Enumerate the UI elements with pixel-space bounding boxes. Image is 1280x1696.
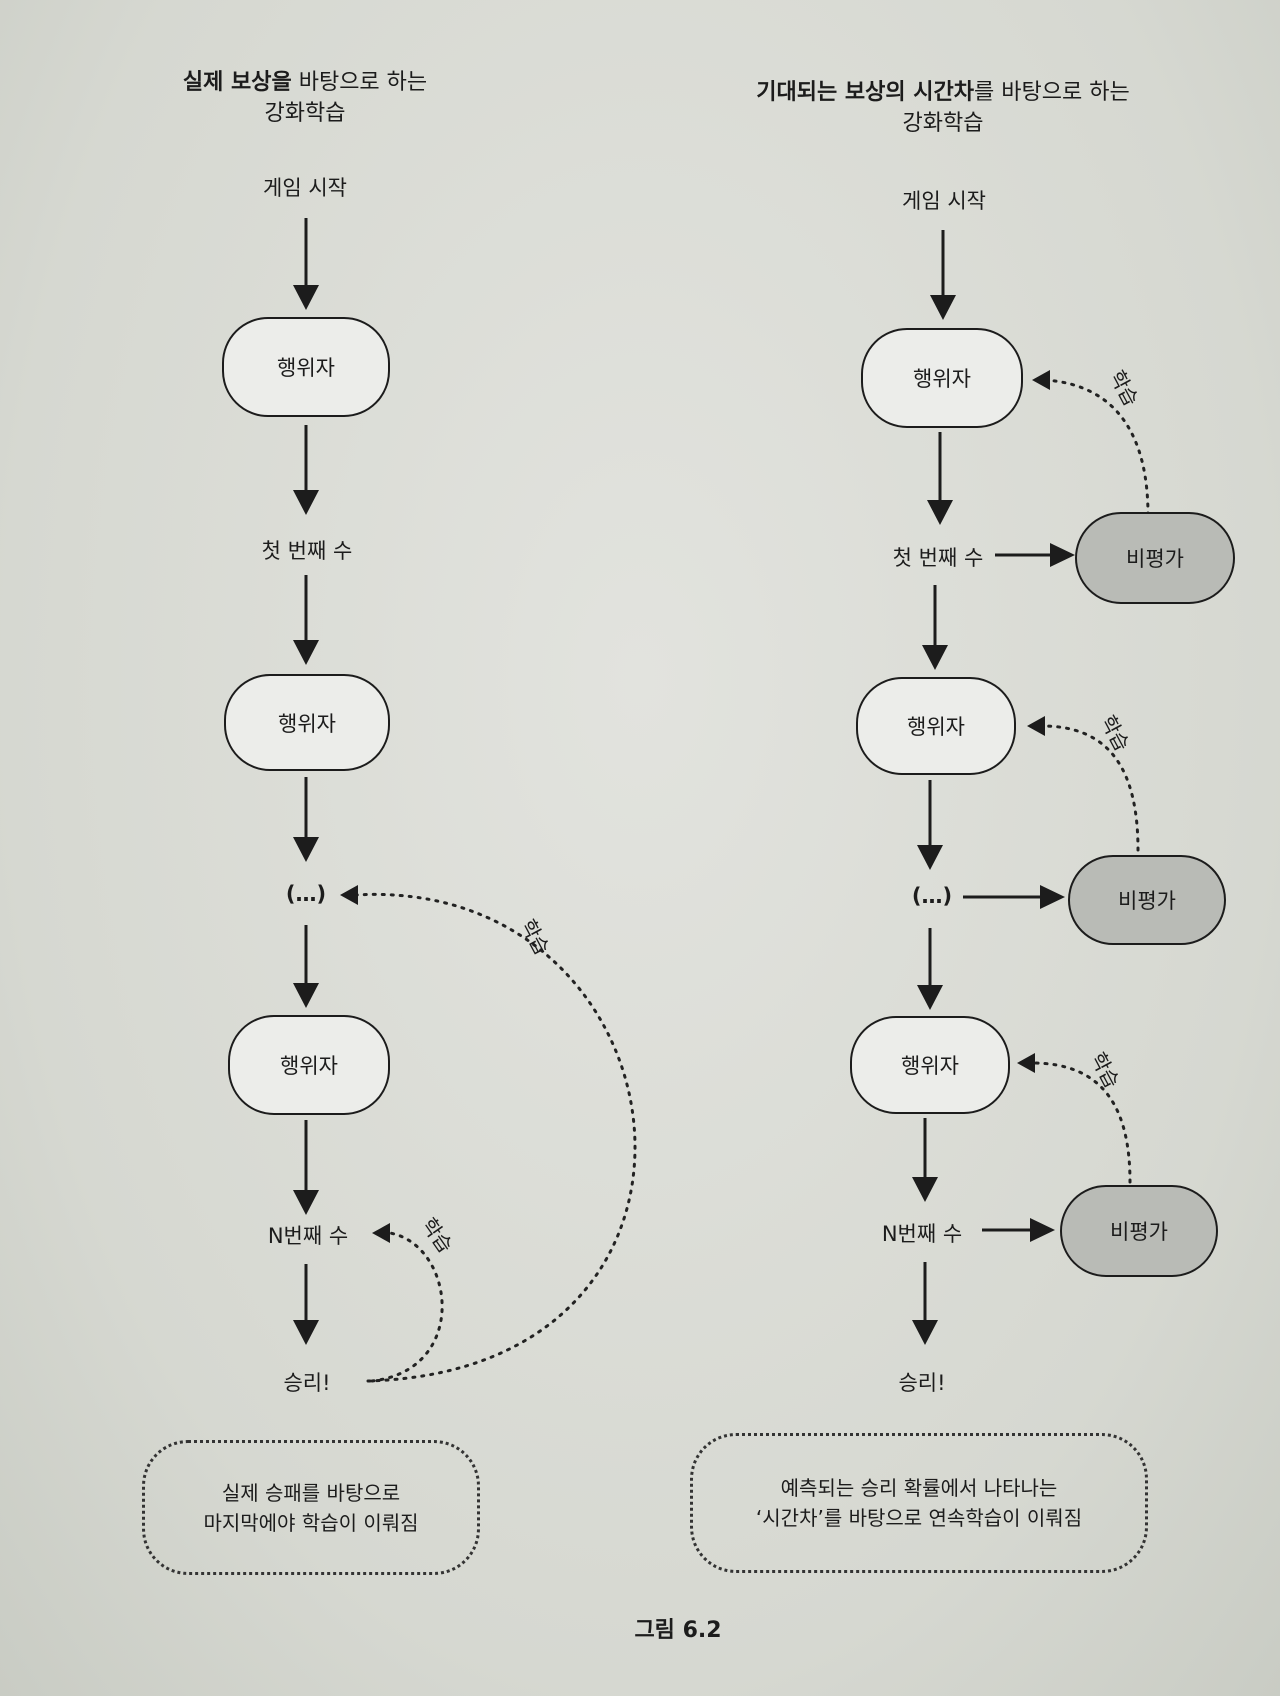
right-note-line-1: 예측되는 승리 확률에서 나타나는 bbox=[780, 1476, 1058, 1500]
right-title: 기대되는 보상의 시간차를 바탕으로 하는 강화학습 bbox=[756, 77, 1129, 139]
left-title-rest: 바탕으로 하는 bbox=[291, 70, 428, 95]
right-move-1-label: 첫 번째 수 bbox=[892, 546, 984, 570]
right-note-line-2: ‘시간차’를 바탕으로 연속학습이 이뤄짐 bbox=[755, 1506, 1083, 1530]
right-move-n-label: N번째 수 bbox=[881, 1222, 963, 1246]
right-flow-arrows bbox=[912, 230, 956, 1345]
right-title-line2: 강화학습 bbox=[902, 111, 984, 136]
left-actor-1: 행위자 bbox=[222, 317, 390, 417]
critic-arrows bbox=[963, 543, 1075, 1242]
left-note: 실제 승패를 바탕으로 마지막에야 학습이 이뤄짐 bbox=[142, 1440, 480, 1575]
right-learning-arc-1 bbox=[1043, 378, 1150, 517]
right-win-label: 승리! bbox=[898, 1371, 946, 1395]
right-actor-3-label: 행위자 bbox=[901, 1054, 959, 1078]
right-learning-arc-2 bbox=[1038, 724, 1140, 852]
right-critic-1: 비평가 bbox=[1075, 512, 1235, 604]
right-actor-2: 행위자 bbox=[856, 677, 1016, 775]
right-critic-3-label: 비평가 bbox=[1110, 1220, 1168, 1244]
left-move-1-label: 첫 번째 수 bbox=[261, 539, 353, 563]
left-start-label: 게임 시작 bbox=[263, 176, 347, 200]
left-note-line-1: 실제 승패를 바탕으로 bbox=[221, 1480, 401, 1505]
left-learning-arc-big bbox=[353, 893, 637, 1383]
left-ellipsis: (…) bbox=[285, 882, 327, 906]
right-critic-3: 비평가 bbox=[1060, 1185, 1218, 1277]
right-actor-1-label: 행위자 bbox=[913, 367, 971, 391]
left-flow-arrows bbox=[293, 218, 319, 1345]
right-critic-2-label: 비평가 bbox=[1118, 889, 1176, 913]
left-title: 실제 보상을 바탕으로 하는 강화학습 bbox=[183, 67, 427, 129]
right-critic-2: 비평가 bbox=[1068, 855, 1226, 945]
left-actor-3-label: 행위자 bbox=[280, 1054, 338, 1078]
left-note-line-2: 마지막에야 학습이 이뤄짐 bbox=[203, 1510, 419, 1535]
right-critic-1-label: 비평가 bbox=[1126, 547, 1184, 571]
left-win-label: 승리! bbox=[283, 1371, 331, 1395]
right-title-bold: 기대되는 보상의 시간차 bbox=[756, 80, 975, 105]
right-learning-arc-3 bbox=[1028, 1061, 1132, 1184]
right-actor-1: 행위자 bbox=[861, 328, 1023, 428]
left-move-n-label: N번째 수 bbox=[267, 1224, 349, 1248]
left-actor-2-label: 행위자 bbox=[278, 711, 336, 736]
left-actor-1-label: 행위자 bbox=[277, 356, 335, 380]
left-learning-arc-small bbox=[370, 1231, 444, 1383]
right-ellipsis: (…) bbox=[911, 884, 953, 908]
right-actor-3: 행위자 bbox=[850, 1016, 1010, 1114]
left-actor-2: 행위자 bbox=[224, 674, 390, 771]
figure-caption: 그림 6.2 bbox=[634, 1618, 722, 1643]
left-actor-3: 행위자 bbox=[228, 1015, 390, 1115]
left-title-line2: 강화학습 bbox=[264, 101, 346, 126]
right-actor-2-label: 행위자 bbox=[907, 715, 965, 739]
right-note: 예측되는 승리 확률에서 나타나는 ‘시간차’를 바탕으로 연속학습이 이뤄짐 bbox=[690, 1433, 1148, 1573]
right-start-label: 게임 시작 bbox=[902, 189, 986, 213]
right-title-rest: 를 바탕으로 하는 bbox=[974, 80, 1130, 105]
left-title-bold: 실제 보상을 bbox=[182, 70, 292, 95]
